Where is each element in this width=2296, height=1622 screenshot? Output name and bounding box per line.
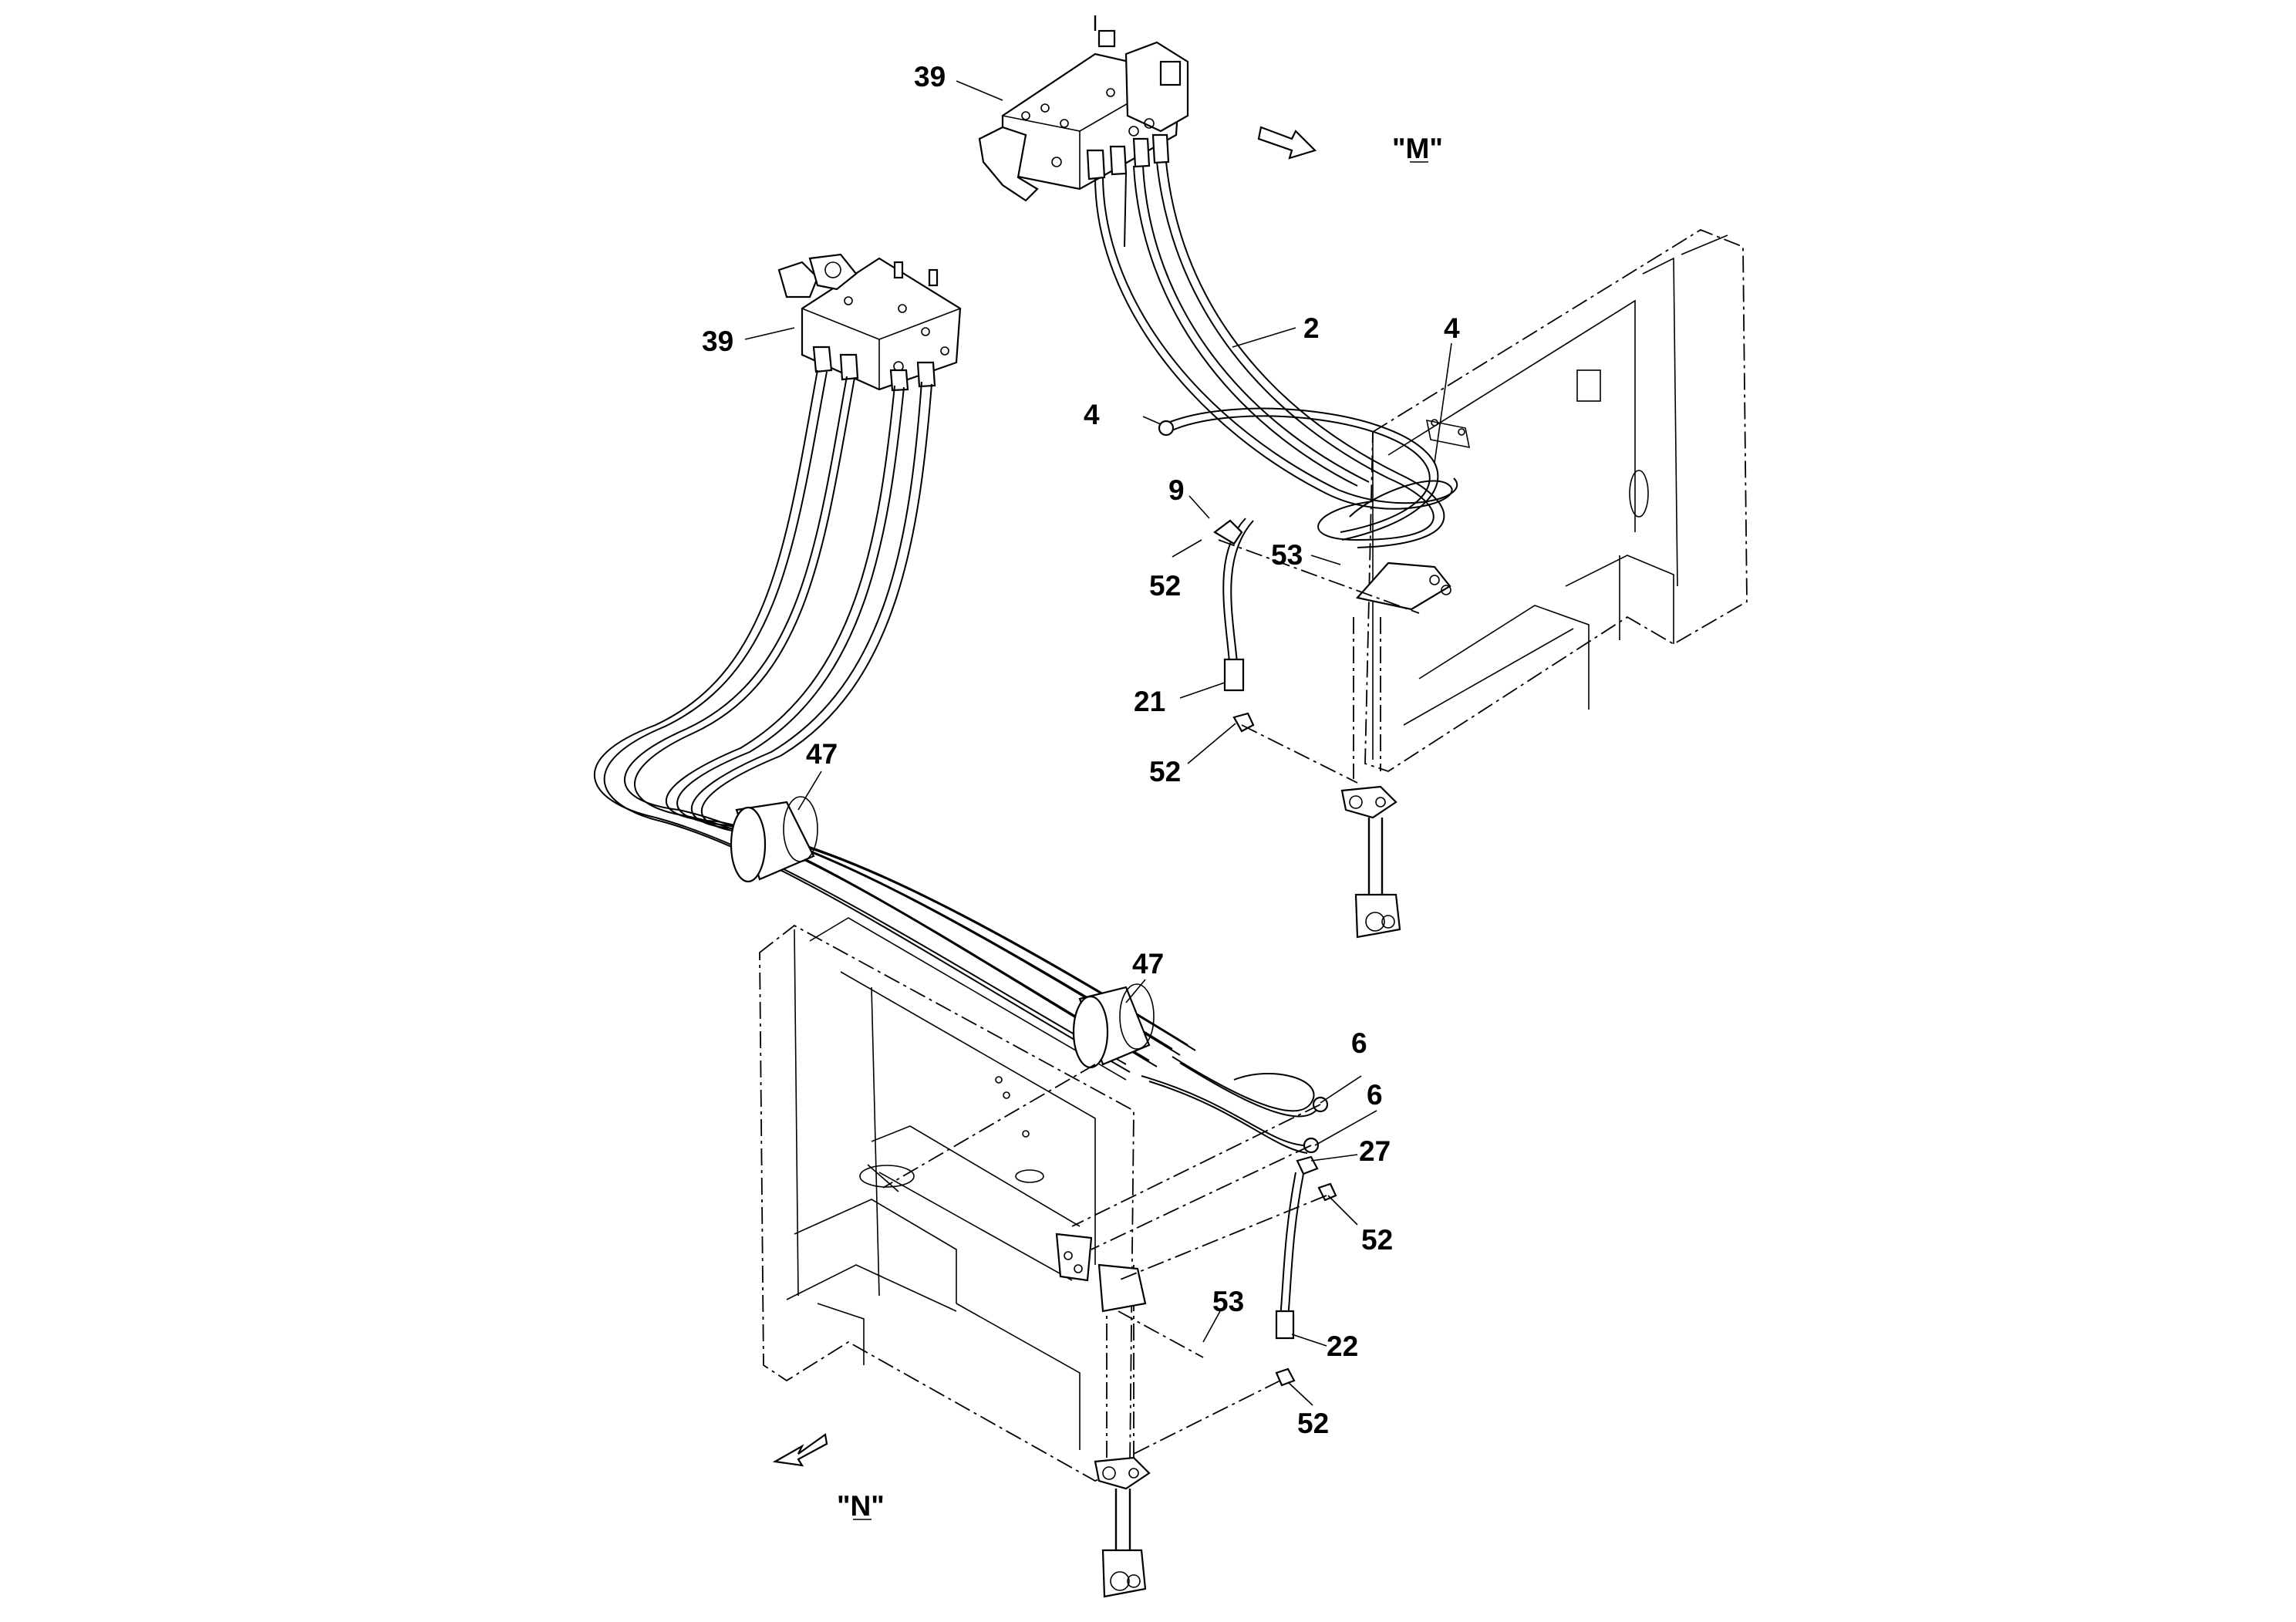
callout-27: 27 — [1359, 1135, 1391, 1167]
left-frame — [759, 917, 1147, 1482]
callout-52-c: 52 — [1361, 1224, 1393, 1256]
leader-lines — [744, 80, 1452, 1406]
callout-47-upper: 47 — [806, 738, 838, 770]
callout-52-a: 52 — [1149, 570, 1181, 602]
callout-52-b: 52 — [1149, 756, 1181, 787]
callout-53-lower: 53 — [1212, 1286, 1244, 1317]
callout-4-right: 4 — [1444, 312, 1460, 344]
callout-4-left: 4 — [1084, 399, 1100, 430]
protective-sleeves — [730, 796, 1155, 1069]
right-frame — [1353, 228, 1748, 779]
callout-39-upper: 39 — [914, 61, 946, 93]
callout-labels: 39 39 2 4 4 9 53 52 21 52 47 47 6 6 27 5… — [702, 61, 1460, 1522]
valve-block-lower — [777, 253, 962, 392]
callout-9: 9 — [1168, 474, 1185, 506]
lower-hose-bundle — [593, 369, 1337, 1387]
right-rod-assembly — [1340, 785, 1401, 939]
view-label-n: "N" — [837, 1490, 885, 1522]
callout-47-lower: 47 — [1132, 948, 1164, 980]
callout-22: 22 — [1327, 1330, 1358, 1362]
callout-39-lower: 39 — [702, 325, 733, 357]
upper-hose-bundle — [1094, 161, 1458, 733]
callout-2: 2 — [1303, 312, 1320, 344]
left-rod-assembly — [1094, 1456, 1151, 1598]
callout-53-upper: 53 — [1271, 539, 1303, 571]
view-label-m: "M" — [1392, 133, 1443, 164]
callout-6-upper: 6 — [1351, 1027, 1367, 1059]
assembly-lines — [882, 539, 1420, 1455]
callout-52-d: 52 — [1297, 1408, 1329, 1439]
callout-21: 21 — [1134, 686, 1165, 717]
arrow-n-icon — [772, 1433, 828, 1467]
valve-block-upper — [978, 15, 1189, 202]
arrow-m-icon — [1257, 126, 1317, 160]
callout-6-lower: 6 — [1367, 1079, 1383, 1111]
